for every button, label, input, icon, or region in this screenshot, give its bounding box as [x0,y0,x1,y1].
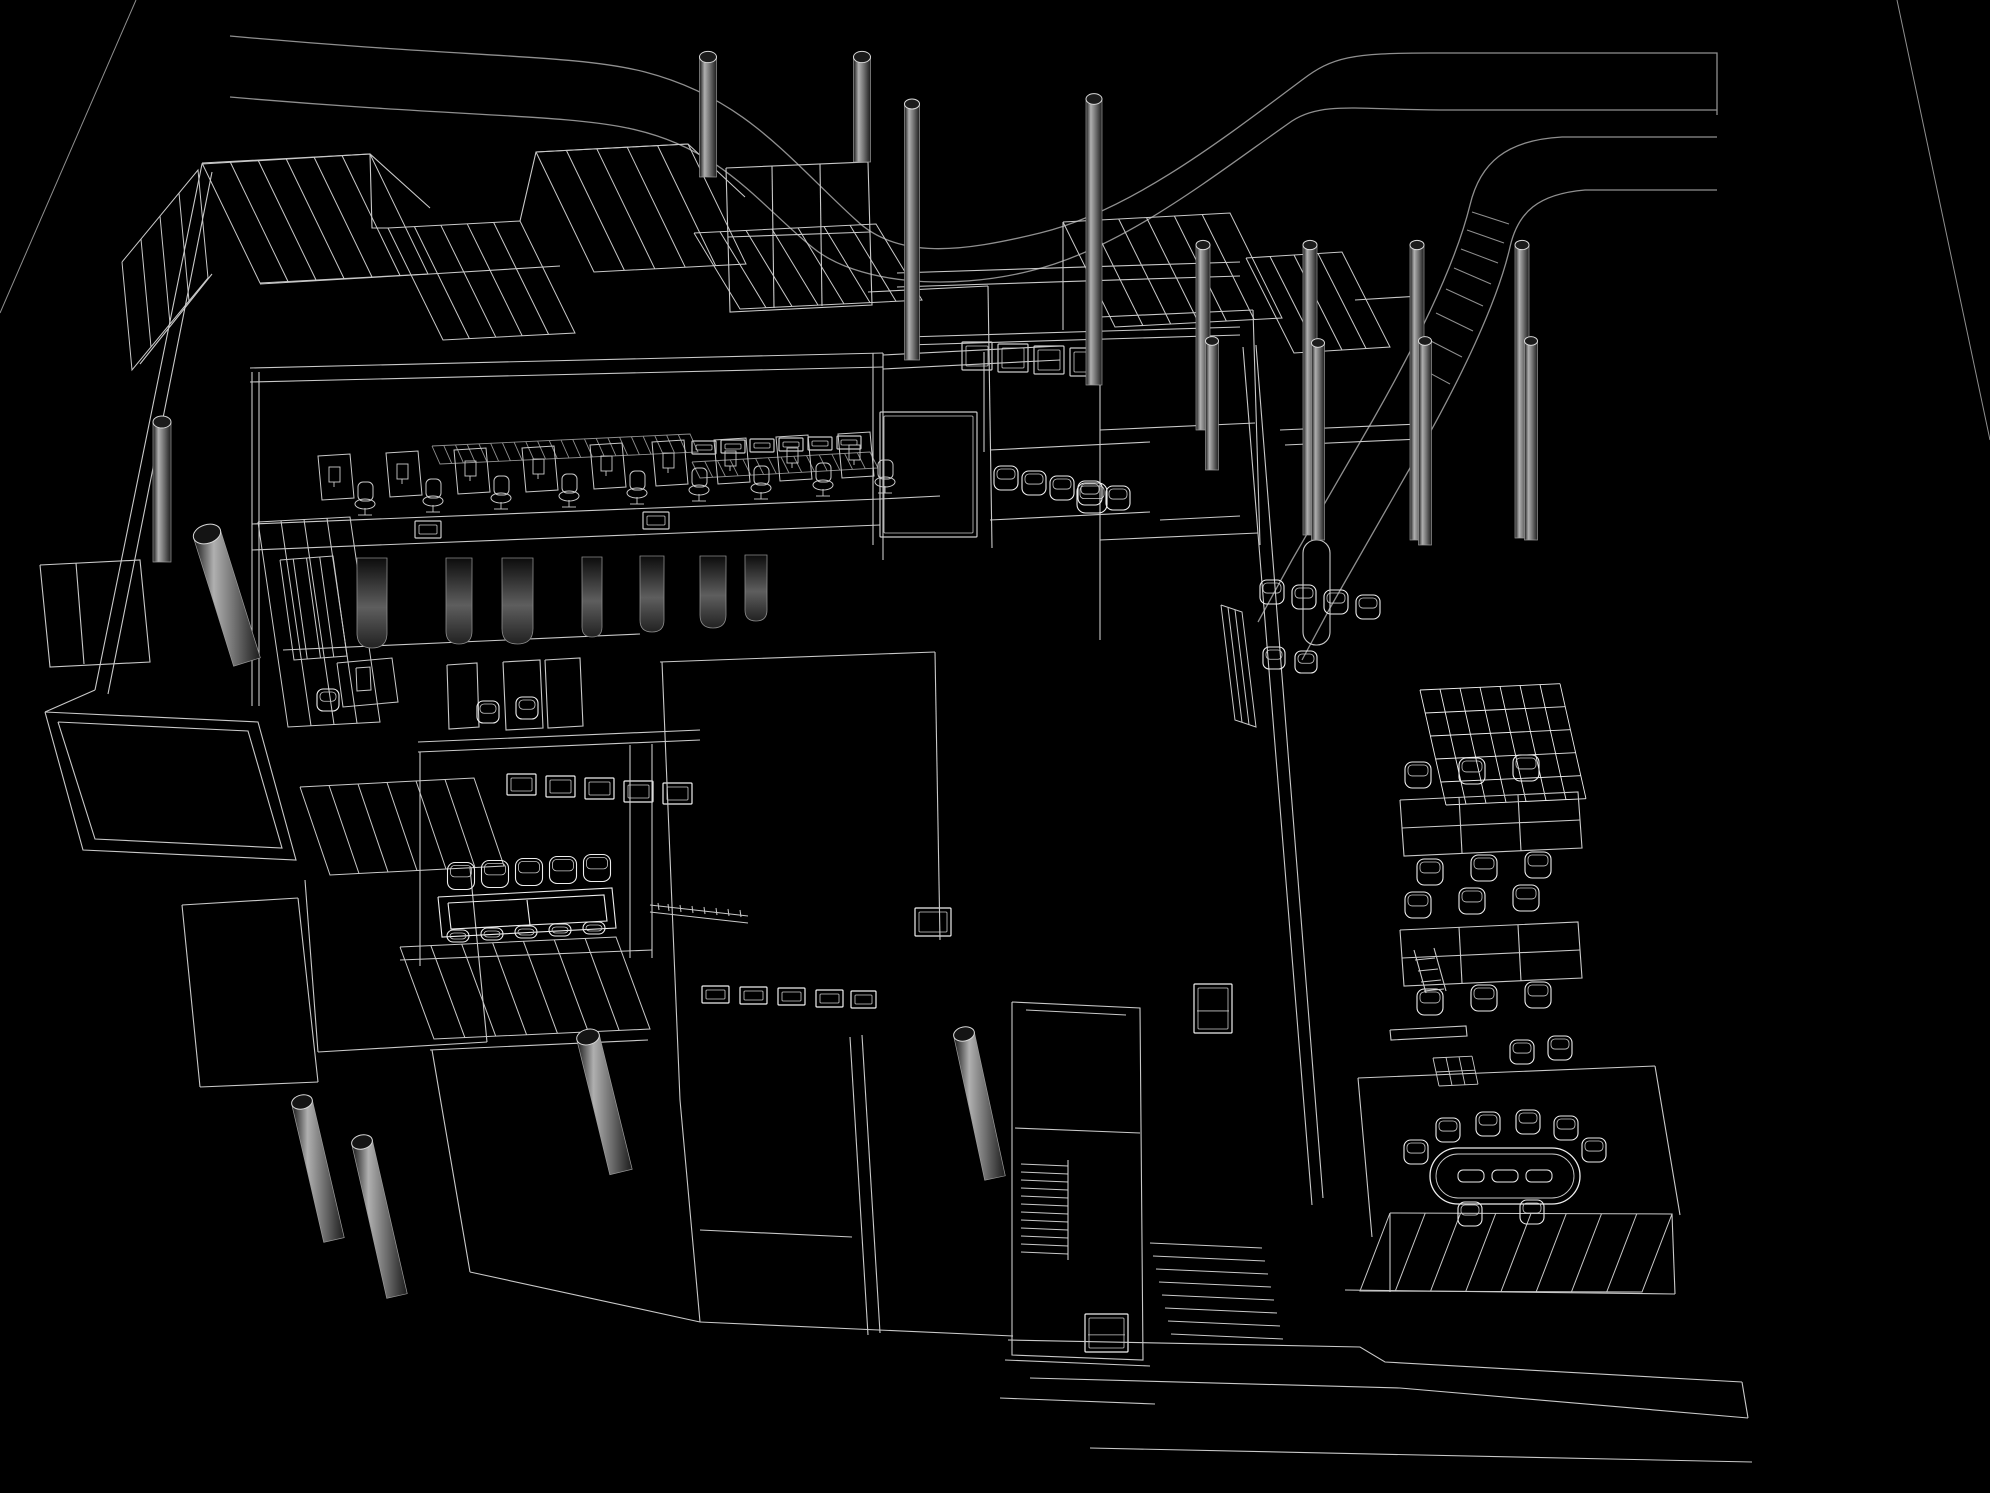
left-workstations [336,657,399,708]
atrium-window [879,411,978,538]
cubby-shelves-grid [1419,683,1587,806]
conference-chairs [1403,1109,1607,1227]
meeting-room-chairs-front [446,921,606,943]
beam-plates [414,511,670,539]
terrace-slabs [1007,1213,1753,1463]
stair-treads-tower [1020,1163,1069,1255]
site-boundary-lines [0,0,1990,441]
arched-pilasters [356,554,768,649]
counter-shelf [649,902,749,924]
desk-cluster-tables [1399,791,1583,987]
conference-table [1429,1147,1581,1205]
left-planters [39,559,488,1088]
wall-ladder [1413,947,1447,994]
glazed-striped-walls [121,143,1673,1293]
transom-panes [691,341,1101,455]
training-chairs [993,465,1131,511]
meeting-room-table [437,887,617,938]
left-workstation-chairs [316,688,539,724]
lower-center-edges [431,651,1014,1337]
whiteboard-table-grid [1432,1055,1479,1087]
clerestory-windows [506,773,877,1009]
leaning-cylinders [192,523,1006,1299]
meeting-room-chairs-back [446,853,612,891]
lounge-seats [1076,482,1381,674]
road-ramp-right [1257,136,1717,661]
columns [152,50,1538,563]
stair-tower [999,1001,1156,1405]
doors [914,907,1233,1353]
right-building-edges [896,222,1421,1206]
conference-room-walls [1357,1025,1681,1238]
desk-cluster-chairs [1404,754,1573,1065]
stair-treads-wide [1149,1242,1284,1340]
road-ramp-upper [229,35,1718,283]
workstations-row [317,431,896,516]
